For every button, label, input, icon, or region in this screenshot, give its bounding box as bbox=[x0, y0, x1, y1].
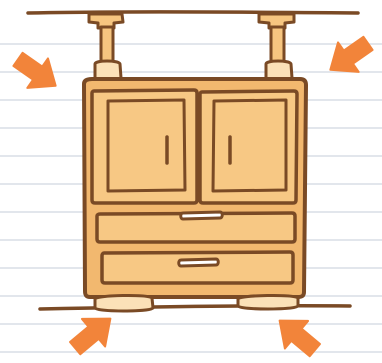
arrow-up-right-icon bbox=[64, 305, 122, 362]
ceiling-prop-right bbox=[259, 14, 294, 81]
floor-pad-right bbox=[238, 295, 298, 309]
ceiling-line bbox=[28, 12, 358, 13]
drawer-lower bbox=[102, 252, 293, 283]
drawer-upper-pull bbox=[181, 212, 223, 219]
arrow-up-left-icon bbox=[268, 307, 326, 363]
ceiling-prop-left bbox=[89, 14, 123, 81]
drawer-lower-pull bbox=[179, 259, 219, 266]
floor-line bbox=[40, 306, 350, 309]
floor-pad-left bbox=[95, 295, 153, 311]
cabinet bbox=[84, 79, 306, 297]
arrow-down-left-icon bbox=[320, 29, 378, 85]
